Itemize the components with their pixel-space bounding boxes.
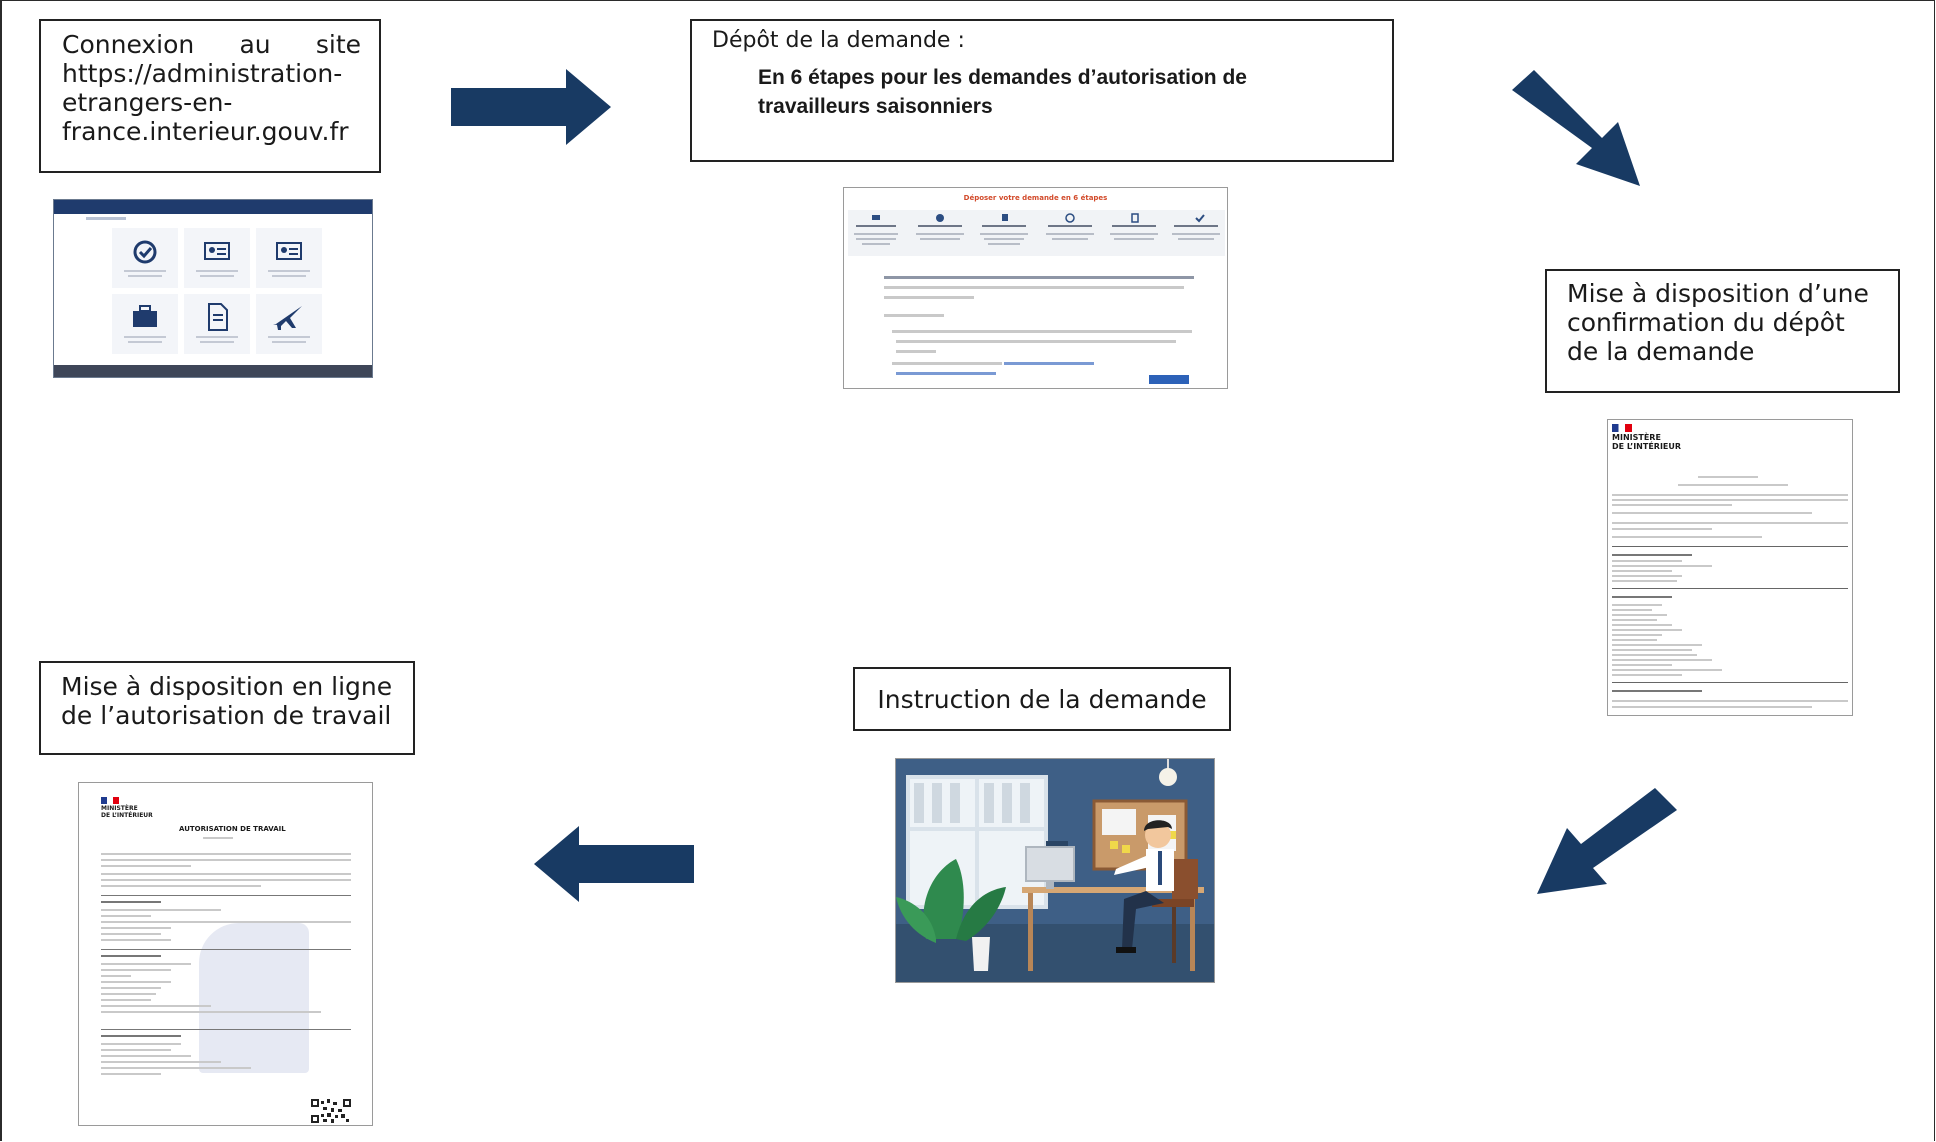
confirmation-line2: confirmation du dépôt	[1567, 308, 1845, 337]
arrow-down-left-icon	[1537, 788, 1677, 894]
depot-form-submit-button	[1149, 375, 1189, 384]
depot-form-title: Déposer votre demande en 6 étapes	[963, 194, 1108, 202]
step-depot-box: Dépôt de la demande : En 6 étapes pour l…	[690, 19, 1394, 162]
portal-footer-bar	[54, 365, 372, 377]
autorisation-line1: Mise à disposition en ligne	[61, 672, 393, 701]
portal-tile-check-icon	[112, 228, 178, 288]
autorisation-flag-icon	[101, 797, 119, 804]
step-confirmation-box: Mise à disposition d’une confirmation du…	[1545, 269, 1900, 393]
connexion-url-line1: https://administration-	[62, 59, 343, 88]
portal-tile-idcard-icon	[184, 228, 250, 288]
portal-top-nav-bar	[54, 200, 372, 214]
portal-screenshot-thumbnail	[53, 199, 373, 378]
portal-tile-idcard2-icon	[256, 228, 322, 288]
portal-tile-briefcase-icon	[112, 294, 178, 354]
depot-subtitle-line2: travailleurs saisonniers	[758, 95, 993, 118]
connexion-url-line2: etrangers-en-	[62, 88, 233, 117]
connexion-url-line3: france.interieur.gouv.fr	[62, 117, 349, 146]
connexion-au: au	[239, 30, 271, 59]
confirmation-ministere-line1: MINISTÈRE	[1612, 433, 1661, 442]
autorisation-document-title: AUTORISATION DE TRAVAIL	[179, 825, 286, 833]
step-connexion-box: Connexion au site https://administration…	[39, 19, 381, 173]
depot-form-thumbnail: Déposer votre demande en 6 étapes	[843, 187, 1228, 389]
confirmation-line1: Mise à disposition d’une	[1567, 279, 1869, 308]
confirmation-line3: de la demande	[1567, 337, 1755, 366]
connexion-site: site	[315, 30, 361, 59]
autorisation-line2: de l’autorisation de travail	[61, 701, 392, 730]
autorisation-document-thumbnail: MINISTÈRE DE L’INTÉRIEUR AUTORISATION DE…	[78, 782, 373, 1126]
depot-subtitle-line1: En 6 étapes pour les demandes d’autorisa…	[758, 66, 1247, 89]
confirmation-document-thumbnail: MINISTÈRE DE L’INTÉRIEUR	[1607, 419, 1853, 716]
step-autorisation-box: Mise à disposition en ligne de l’autoris…	[39, 661, 415, 755]
autorisation-ministere-line2: DE L’INTÉRIEUR	[101, 812, 153, 819]
depot-steps-bar	[848, 210, 1225, 256]
step-instruction-box: Instruction de la demande	[853, 667, 1231, 731]
qr-code-icon	[311, 1099, 351, 1123]
connexion-word: Connexion	[62, 30, 195, 59]
office-worker-illustration	[895, 758, 1215, 983]
arrow-left-icon	[534, 826, 694, 902]
arrow-down-right-icon	[1512, 70, 1640, 186]
republique-flag-icon	[1612, 424, 1632, 432]
confirmation-ministere-line2: DE L’INTÉRIEUR	[1612, 442, 1682, 451]
marianne-watermark	[199, 923, 309, 1073]
portal-tile-document-icon	[184, 294, 250, 354]
autorisation-ministere-line1: MINISTÈRE	[101, 805, 138, 812]
depot-title: Dépôt de la demande :	[712, 28, 965, 53]
instruction-title: Instruction de la demande	[877, 684, 1207, 714]
arrow-right-icon	[451, 69, 611, 145]
portal-breadcrumb	[86, 217, 126, 220]
portal-tile-plane-icon	[256, 294, 322, 354]
